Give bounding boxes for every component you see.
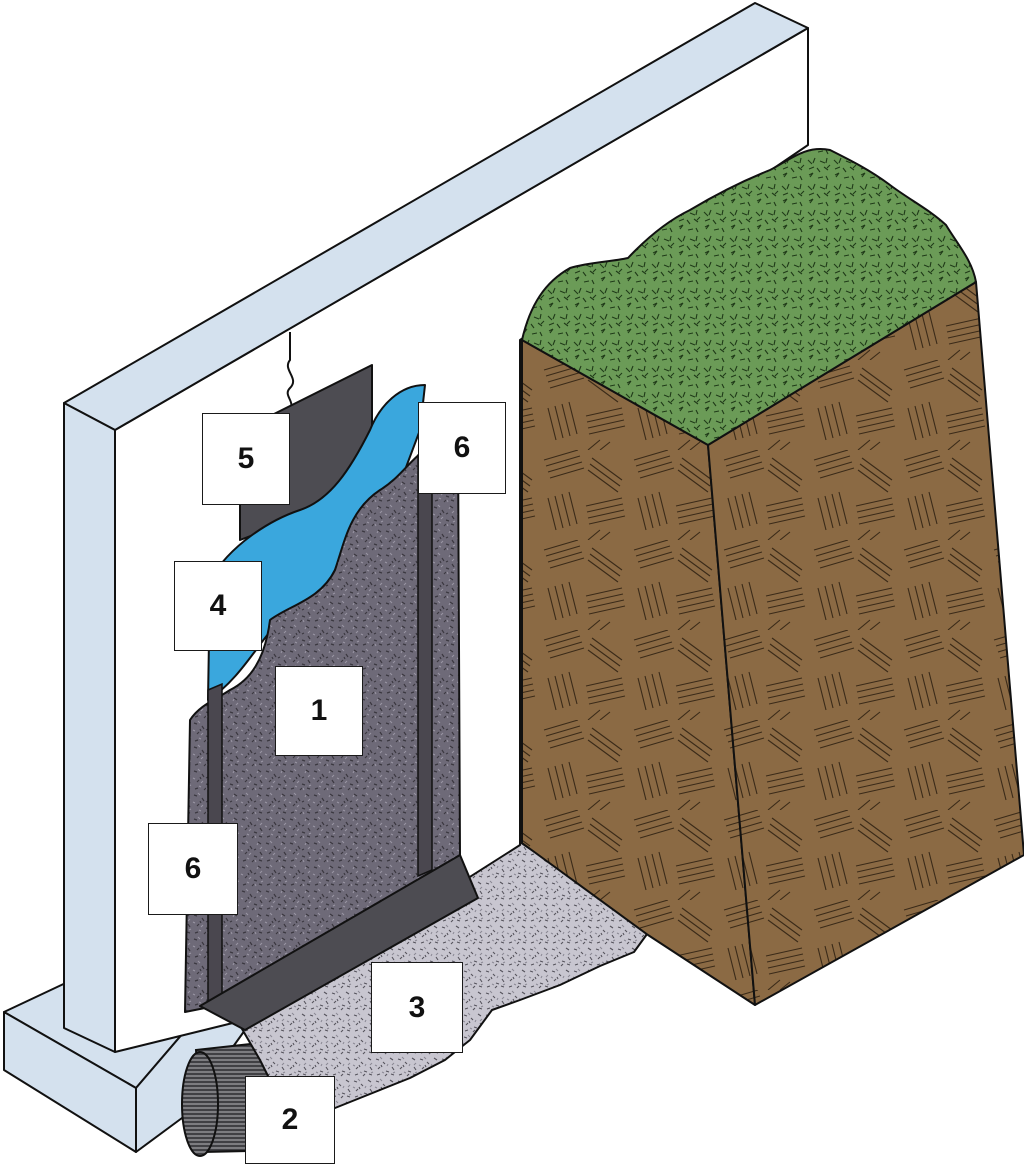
cove-strip <box>199 854 479 1031</box>
grass-top <box>521 148 977 446</box>
seam-strip-right <box>417 448 433 878</box>
label-6-bottom: 6 <box>148 823 238 915</box>
label-5: 5 <box>202 413 290 505</box>
soil-block <box>521 148 1024 1006</box>
label-1: 1 <box>275 666 363 756</box>
fastener-wire <box>286 332 295 413</box>
label-3: 3 <box>371 962 463 1053</box>
wall-side-edge <box>63 402 116 1053</box>
drain-pipe-end <box>181 1051 219 1157</box>
label-6-top: 6 <box>418 402 506 494</box>
label-2: 2 <box>245 1076 335 1164</box>
label-4: 4 <box>174 561 262 651</box>
